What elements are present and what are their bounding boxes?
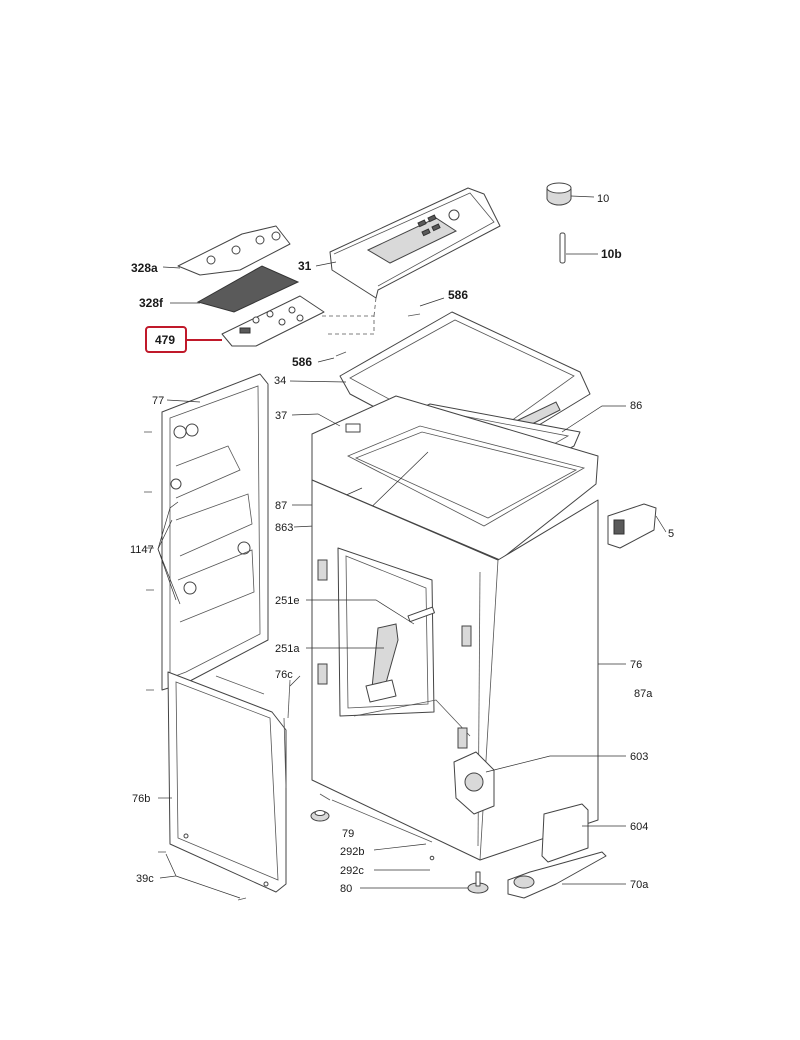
label-586-left: 586: [292, 355, 312, 369]
part-77-back-panel: [144, 373, 269, 691]
part-79-foot: [310, 810, 330, 822]
label-251e: 251e: [275, 595, 299, 607]
label-76b: 76b: [132, 793, 150, 805]
label-603: 603: [630, 751, 648, 763]
label-479: 479: [155, 333, 175, 347]
label-586-top: 586: [448, 288, 468, 302]
label-39c: 39c: [136, 873, 154, 885]
part-10-knob: [546, 182, 595, 206]
label-292b: 292b: [340, 846, 364, 858]
label-76: 76: [630, 659, 642, 671]
label-87: 87: [275, 500, 287, 512]
part-604-filter-cover: [541, 803, 626, 863]
part-251-hinge: [306, 599, 435, 703]
label-31: 31: [298, 259, 312, 273]
part-80-foot: [360, 871, 489, 894]
part-37-top-frame: [291, 395, 599, 561]
label-292c: 292c: [340, 865, 364, 877]
label-80: 80: [340, 883, 352, 895]
label-70a: 70a: [630, 879, 649, 891]
label-76c: 76c: [275, 669, 293, 681]
part-5-door-lock: [607, 503, 667, 549]
label-604: 604: [630, 821, 648, 833]
label-863: 863: [275, 522, 293, 534]
label-5: 5: [668, 528, 674, 540]
label-87a: 87a: [634, 688, 653, 700]
part-76c-strips: [215, 675, 301, 789]
label-251a: 251a: [275, 643, 300, 655]
part-39c-screws: [158, 851, 247, 901]
part-586-clips: [317, 297, 445, 363]
part-603-pump: [453, 751, 626, 815]
part-31-control-panel: [315, 187, 501, 299]
part-292b-base-strip: [319, 793, 433, 851]
label-79: 79: [342, 828, 354, 840]
label-10b: 10b: [601, 247, 622, 261]
part-328a-cover: [162, 225, 291, 276]
part-328f-gasket: [170, 265, 300, 313]
part-76b-service-panel: [158, 671, 287, 893]
label-328a: 328a: [131, 261, 158, 275]
label-1147: 1147: [130, 544, 154, 556]
label-10: 10: [597, 193, 609, 205]
part-479-electronic-board: [221, 295, 377, 347]
part-292c-pin: [374, 855, 435, 871]
part-70a-bracket: [507, 851, 626, 899]
label-77: 77: [152, 395, 164, 407]
label-86: 86: [630, 400, 642, 412]
part-10b-shaft: [559, 232, 598, 264]
label-328f: 328f: [139, 296, 164, 310]
label-37: 37: [275, 410, 287, 422]
label-34: 34: [274, 375, 286, 387]
